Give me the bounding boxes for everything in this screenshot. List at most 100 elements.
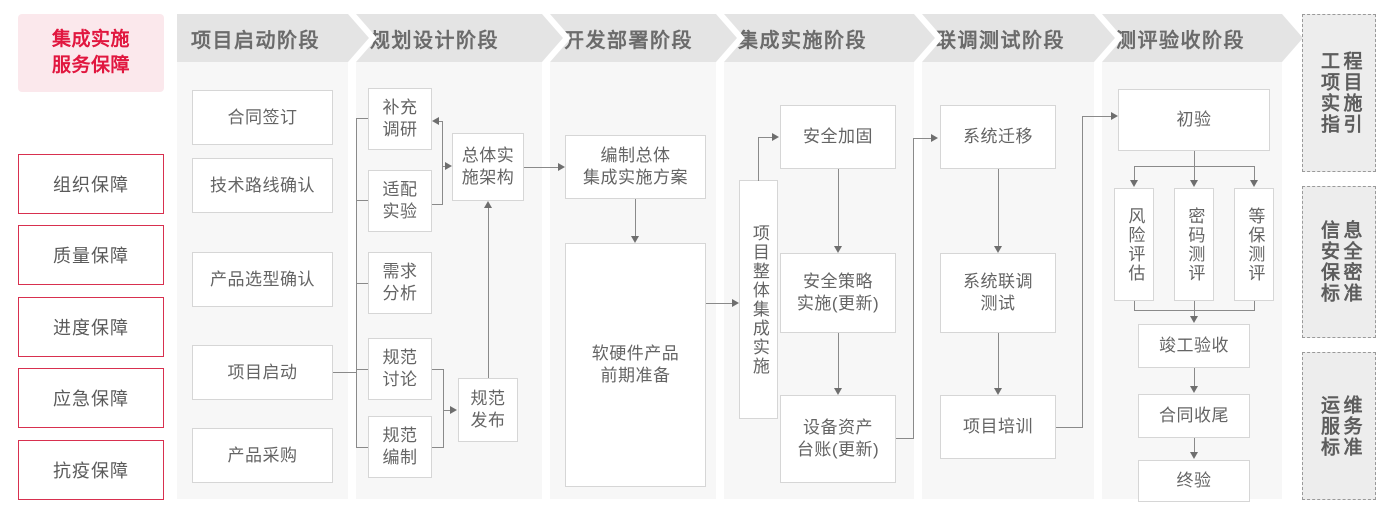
- node-draft-overall-plan[interactable]: 编制总体 集成实施方案: [565, 135, 706, 199]
- connector-plan-to-preparation: [635, 199, 637, 236]
- node-label-line2: 发布: [470, 411, 506, 430]
- connector-preparation-to-integration: [706, 303, 732, 305]
- node-tech-route-confirm[interactable]: 技术路线确认: [192, 158, 333, 213]
- node-label-line1: 设备资产: [802, 418, 873, 438]
- connector-split-to-crypto: [1194, 166, 1196, 180]
- node-supplementary-research[interactable]: 补充 调研: [368, 88, 432, 150]
- node-contract-signing[interactable]: 合同签订: [192, 90, 333, 145]
- connector-training-out: [1056, 427, 1083, 429]
- node-label-line1: 规范: [382, 426, 418, 446]
- guarantee-item-emergency[interactable]: 应急保障: [18, 368, 164, 428]
- phase-header-plan[interactable]: 规划设计阶段: [356, 14, 563, 62]
- standard-panel-engineering-guideline[interactable]: 工项实指 程目施引: [1302, 14, 1376, 172]
- phase-header-test[interactable]: 联调测试阶段: [922, 14, 1115, 62]
- standard-label-left-column: 工项实指: [1318, 51, 1339, 135]
- node-risk-assessment[interactable]: 风险评估: [1114, 188, 1154, 301]
- node-contract-closure[interactable]: 合同收尾: [1138, 394, 1250, 438]
- connector-closure-to-final: [1194, 438, 1196, 452]
- arrow-head-mlps-evaluation: [1250, 180, 1258, 187]
- node-asset-ledger[interactable]: 设备资产 台账(更新): [780, 395, 896, 483]
- connector-kickoff-to-trunk: [333, 372, 357, 374]
- connector-training-riser: [1082, 116, 1084, 428]
- arrow-head-draft-overall-plan: [558, 163, 565, 171]
- connector-trunk-to-spec-discussion: [356, 369, 376, 371]
- guarantee-item-organization[interactable]: 组织保障: [18, 154, 164, 214]
- node-label: 项目整体集成实施: [749, 223, 769, 376]
- node-label: 产品采购: [227, 445, 298, 465]
- node-label-line1: 规范: [382, 348, 418, 368]
- connector-trunk-to-adaptation: [356, 200, 376, 202]
- connector-spec-bracket-to-release: [443, 410, 451, 412]
- connector-migration-to-joint-test: [998, 169, 1000, 246]
- connector-spec-discussion-out: [432, 369, 444, 371]
- phase-header-label: 规划设计阶段: [370, 29, 499, 52]
- guarantee-item-epidemic[interactable]: 抗疫保障: [18, 440, 164, 500]
- phase-header-integration[interactable]: 集成实施阶段: [724, 14, 935, 62]
- connector-research-bracket-bottom: [432, 204, 443, 206]
- node-label-line1: 需求: [382, 262, 418, 282]
- node-project-kickoff[interactable]: 项目启动: [192, 345, 333, 400]
- node-system-migration[interactable]: 系统迁移: [940, 105, 1056, 169]
- node-security-hardening[interactable]: 安全加固: [780, 105, 896, 169]
- connector-trunk-to-supplementary: [356, 118, 376, 120]
- node-label: 项目培训: [963, 417, 1033, 437]
- standard-label-left-column: 信安保标: [1318, 220, 1339, 304]
- guarantee-item-schedule[interactable]: 进度保障: [18, 297, 164, 357]
- node-hw-sw-preparation[interactable]: 软硬件产品 前期准备: [565, 243, 706, 487]
- node-adaptation-experiment[interactable]: 适配 实验: [368, 170, 432, 232]
- node-crypto-evaluation[interactable]: 密码测评: [1174, 188, 1214, 301]
- standard-panel-infosec-standard[interactable]: 信安保标 息全密准: [1302, 186, 1376, 338]
- node-overall-architecture[interactable]: 总体实 施架构: [452, 133, 524, 201]
- node-label: 密码测评: [1185, 206, 1205, 283]
- guarantee-item-label: 应急保障: [53, 389, 129, 409]
- node-label-line2: 台账(更新): [796, 440, 880, 459]
- connector-integration-up: [758, 137, 760, 181]
- node-final-acceptance[interactable]: 终验: [1138, 460, 1250, 502]
- connector-joint-test-to-training: [998, 333, 1000, 388]
- node-overall-integration[interactable]: 项目整体集成实施: [739, 180, 778, 419]
- node-product-procurement[interactable]: 产品采购: [192, 428, 333, 483]
- connector-mlps-down: [1254, 301, 1256, 311]
- standard-panel-ops-service-standard[interactable]: 运服标 维务准: [1302, 352, 1376, 500]
- node-label-line1: 安全策略: [802, 272, 873, 292]
- node-spec-release[interactable]: 规范 发布: [458, 378, 518, 442]
- node-label: 合同收尾: [1159, 406, 1229, 426]
- guarantee-item-label: 组织保障: [53, 175, 129, 195]
- node-joint-test[interactable]: 系统联调 测试: [940, 253, 1056, 333]
- arrow-head-initial-acceptance: [1111, 112, 1118, 120]
- connector-trunk-to-spec-drafting: [356, 447, 376, 449]
- phase-header-dev[interactable]: 开发部署阶段: [550, 14, 737, 62]
- node-project-training[interactable]: 项目培训: [940, 395, 1056, 459]
- phase-header-start[interactable]: 项目启动阶段: [177, 14, 369, 62]
- node-label-line1: 适配: [382, 180, 418, 200]
- node-completion-acceptance[interactable]: 竣工验收: [1138, 324, 1250, 368]
- connector-integration-to-hardening: [758, 137, 772, 139]
- phase-header-label: 开发部署阶段: [564, 29, 693, 52]
- phase-header-acceptance[interactable]: 测评验收阶段: [1102, 14, 1303, 62]
- node-spec-drafting[interactable]: 规范 编制: [368, 416, 432, 478]
- node-label: 系统迁移: [963, 127, 1033, 147]
- connector-initial-down: [1194, 151, 1196, 166]
- connector-split-to-mlps: [1254, 166, 1256, 180]
- node-product-select-confirm[interactable]: 产品选型确认: [192, 252, 333, 307]
- guarantee-item-quality[interactable]: 质量保障: [18, 225, 164, 285]
- connector-policy-to-ledger: [838, 333, 840, 388]
- node-label-line1: 总体实: [461, 146, 515, 166]
- arrow-head-hw-sw-preparation: [631, 236, 639, 243]
- node-label-line1: 软硬件产品: [591, 344, 680, 364]
- connector-completion-to-closure: [1194, 368, 1196, 386]
- connector-split-to-risk: [1134, 166, 1136, 180]
- node-label-line2: 分析: [382, 284, 418, 303]
- node-requirement-analysis[interactable]: 需求 分析: [368, 252, 432, 314]
- connector-merge-to-completion: [1194, 310, 1196, 316]
- node-label-line2: 测试: [980, 294, 1016, 313]
- standard-label-right-column: 息全密准: [1340, 220, 1362, 304]
- node-initial-acceptance[interactable]: 初验: [1118, 89, 1270, 151]
- node-spec-discussion[interactable]: 规范 讨论: [368, 338, 432, 400]
- node-label-line2: 前期准备: [600, 366, 671, 385]
- node-mlps-evaluation[interactable]: 等保测评: [1234, 188, 1274, 301]
- guarantee-item-label: 质量保障: [53, 246, 129, 266]
- node-security-policy[interactable]: 安全策略 实施(更新): [780, 253, 896, 333]
- connector-crypto-down: [1194, 301, 1196, 311]
